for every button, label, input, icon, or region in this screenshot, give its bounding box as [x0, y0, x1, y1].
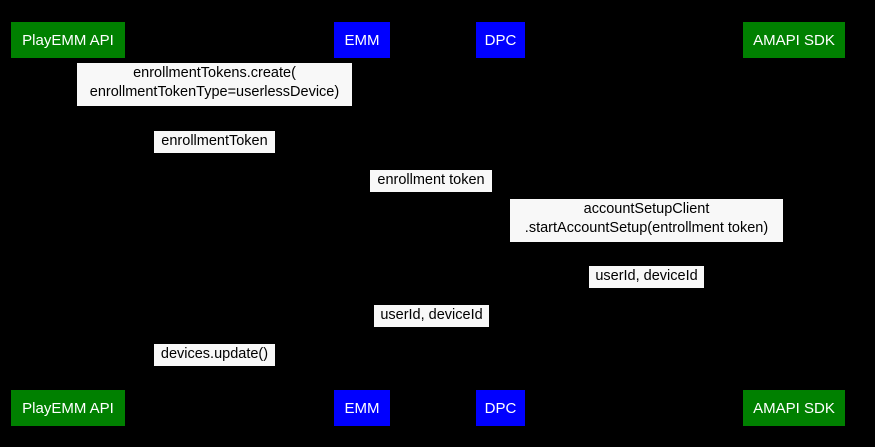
participant-header-dpc-label: DPC	[484, 31, 517, 49]
participant-footer-dpc[interactable]: DPC	[476, 390, 525, 426]
participant-header-dpc[interactable]: DPC	[476, 22, 525, 58]
arrow-enrollment-token-response	[67, 153, 361, 154]
participant-footer-amapi-sdk-label: AMAPI SDK	[753, 399, 835, 417]
participant-header-playemm-api-label: PlayEMM API	[22, 31, 114, 49]
participant-footer-dpc-label: DPC	[484, 399, 517, 417]
participant-header-playemm-api[interactable]: PlayEMM API	[11, 22, 125, 58]
arrow-enrollment-tokens-create	[67, 106, 361, 107]
arrow-enrollment-token-to-dpc	[361, 192, 500, 193]
lifeline-amapi-sdk	[793, 57, 794, 390]
participant-header-emm-label: EMM	[344, 31, 380, 49]
participant-header-amapi-sdk[interactable]: AMAPI SDK	[743, 22, 845, 58]
arrow-userid-deviceid-to-dpc	[500, 288, 793, 289]
participant-footer-playemm-api-label: PlayEMM API	[22, 399, 114, 417]
participant-header-emm[interactable]: EMM	[334, 22, 390, 58]
message-label-enrollment-token-response: enrollmentToken	[154, 131, 275, 153]
participant-footer-emm[interactable]: EMM	[334, 390, 390, 426]
message-label-enrollment-token-to-dpc: enrollment token	[370, 170, 492, 192]
message-label-enrollment-tokens-create: enrollmentTokens.create( enrollmentToken…	[77, 63, 352, 106]
message-label-userid-deviceid-to-emm: userId, deviceId	[374, 305, 489, 327]
message-label-start-account-setup: accountSetupClient .startAccountSetup(en…	[510, 199, 783, 242]
arrow-userid-deviceid-to-emm	[361, 327, 500, 328]
arrow-devices-update	[67, 366, 361, 367]
participant-footer-playemm-api[interactable]: PlayEMM API	[11, 390, 125, 426]
message-label-userid-deviceid-to-dpc: userId, deviceId	[589, 266, 704, 288]
lifeline-dpc	[500, 57, 501, 390]
lifeline-playemm-api	[67, 57, 68, 390]
participant-footer-amapi-sdk[interactable]: AMAPI SDK	[743, 390, 845, 426]
lifeline-emm	[361, 57, 362, 390]
message-label-devices-update: devices.update()	[154, 344, 275, 366]
participant-footer-emm-label: EMM	[344, 399, 380, 417]
participant-header-amapi-sdk-label: AMAPI SDK	[753, 31, 835, 49]
